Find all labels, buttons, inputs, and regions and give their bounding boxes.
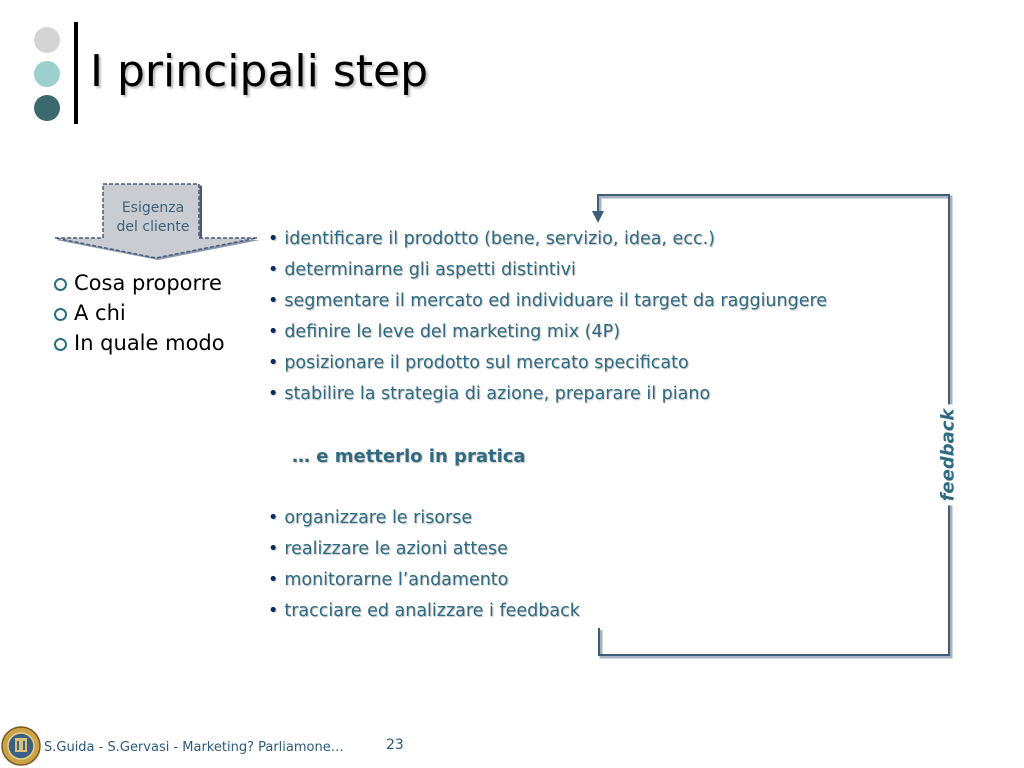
step-text: posizionare il prodotto sul mercato spec… — [284, 353, 689, 373]
bullet-icon: • — [268, 539, 279, 559]
bullet-icon: • — [268, 229, 279, 249]
step-item: •determinarne gli aspetti distintivi — [268, 255, 827, 286]
step-text: segmentare il mercato ed individuare il … — [284, 291, 828, 311]
customer-need-line2: del cliente — [116, 219, 190, 235]
bullet-icon: • — [268, 322, 279, 342]
step-text: definire le leve del marketing mix (4P) — [284, 322, 621, 342]
execution-steps-list: •organizzare le risorse •realizzare le a… — [268, 503, 580, 627]
step-text: tracciare ed analizzare i feedback — [284, 601, 580, 621]
step-item: •posizionare il prodotto sul mercato spe… — [268, 348, 827, 379]
decor-dot-dark — [34, 95, 60, 121]
decor-dot-light — [34, 27, 60, 53]
questions-list: Cosa proporre A chi In quale modo — [54, 268, 225, 358]
bullet-icon: • — [268, 291, 279, 311]
step-text: monitorarne l’andamento — [284, 570, 509, 590]
bullet-icon: • — [268, 260, 279, 280]
step-item: •tracciare ed analizzare i feedback — [268, 596, 580, 627]
circle-bullet-icon — [54, 307, 67, 321]
customer-need-line1: Esigenza — [121, 200, 185, 216]
step-item: •segmentare il mercato ed individuare il… — [268, 286, 827, 317]
step-item: •definire le leve del marketing mix (4P) — [268, 317, 827, 348]
question-item: A chi — [54, 298, 225, 328]
customer-need-chevron-icon — [54, 183, 260, 260]
bullet-icon: • — [268, 353, 279, 373]
university-seal-icon — [1, 726, 41, 766]
slide-title: I principali step — [90, 46, 429, 97]
step-text: stabilire la strategia di azione, prepar… — [284, 384, 711, 404]
step-text: determinarne gli aspetti distintivi — [284, 260, 576, 280]
step-text: identificare il prodotto (bene, servizio… — [284, 229, 715, 249]
customer-need-label: Esigenza del cliente — [104, 199, 202, 237]
question-text: In quale modo — [74, 331, 225, 355]
bullet-icon: • — [268, 384, 279, 404]
decor-dot-mid — [34, 61, 60, 87]
question-text: A chi — [74, 301, 126, 325]
feedback-label: feedback — [937, 404, 959, 506]
question-item: Cosa proporre — [54, 268, 225, 298]
step-item: •identificare il prodotto (bene, servizi… — [268, 224, 827, 255]
step-text: realizzare le azioni attese — [284, 539, 508, 559]
step-item: •organizzare le risorse — [268, 503, 580, 534]
footer-text: S.Guida - S.Gervasi - Marketing? Parliam… — [44, 740, 344, 755]
question-item: In quale modo — [54, 328, 225, 358]
page-number: 23 — [386, 737, 404, 753]
bullet-icon: • — [268, 508, 279, 528]
title-divider — [74, 22, 78, 124]
step-item: •stabilire la strategia di azione, prepa… — [268, 379, 827, 410]
circle-bullet-icon — [54, 337, 67, 351]
bullet-icon: • — [268, 570, 279, 590]
middle-caption: … e metterlo in pratica — [292, 446, 526, 467]
step-item: •realizzare le azioni attese — [268, 534, 580, 565]
bullet-icon: • — [268, 601, 279, 621]
planning-steps-list: •identificare il prodotto (bene, servizi… — [268, 224, 827, 410]
circle-bullet-icon — [54, 277, 67, 291]
step-text: organizzare le risorse — [284, 508, 473, 528]
step-item: •monitorarne l’andamento — [268, 565, 580, 596]
question-text: Cosa proporre — [74, 271, 222, 295]
